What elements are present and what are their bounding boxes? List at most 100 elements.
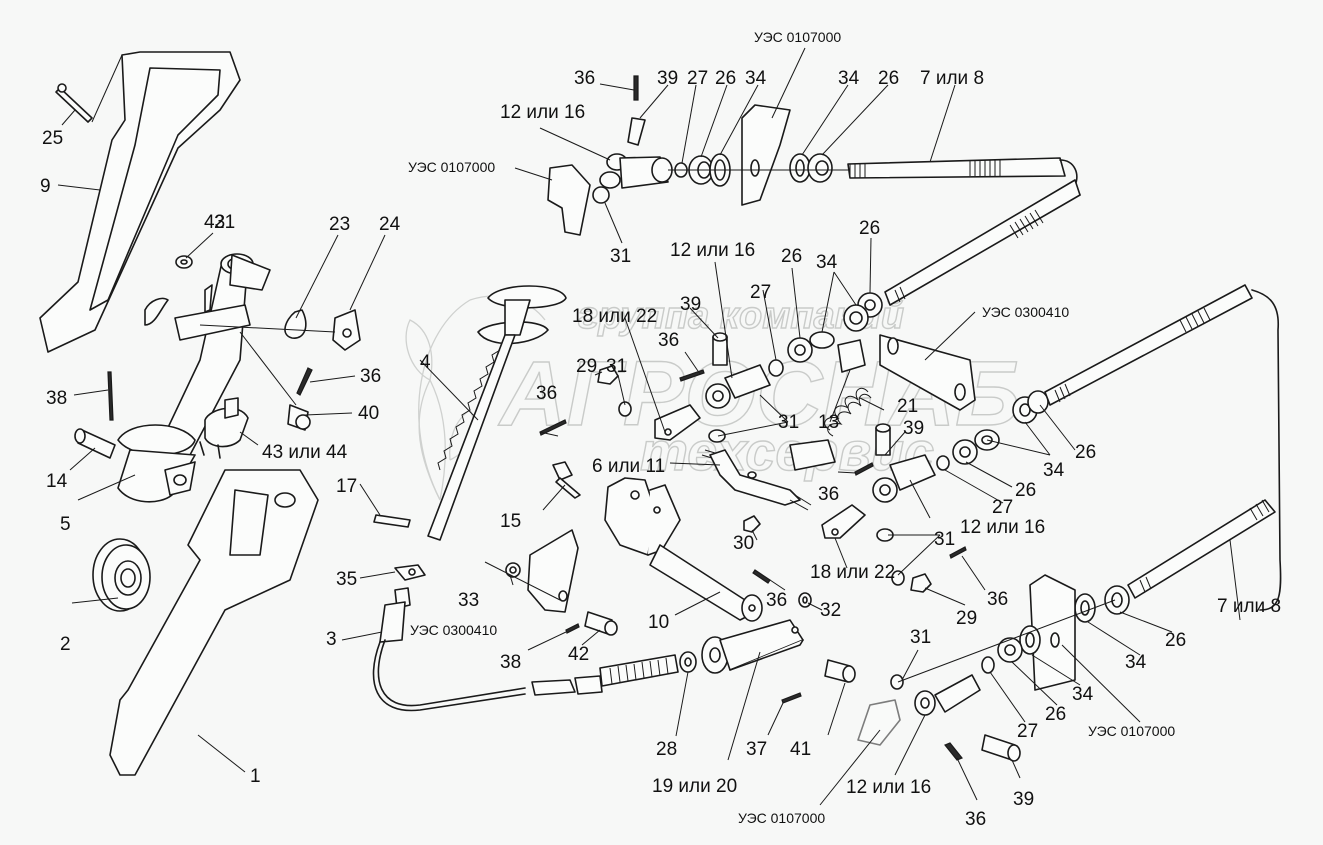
callout-7-or-8-top: 7 или 8	[920, 68, 984, 89]
part-23-plate	[144, 297, 307, 339]
part-15-bolt	[552, 461, 581, 499]
part-35-clip	[394, 564, 426, 581]
callout-23: 23	[329, 214, 350, 235]
callout-42: 42	[568, 644, 589, 665]
callout-43-or-44: 43 или 44	[262, 442, 348, 463]
callout-36-top: 36	[574, 68, 595, 89]
callout-35: 35	[336, 569, 357, 590]
part-bottom-clevis-12-16	[914, 674, 981, 716]
callout-ues-0107000-left: УЭС 0107000	[408, 159, 495, 175]
part-18-22-lever-b	[821, 504, 866, 539]
part-mid-pin-39	[712, 332, 728, 366]
callout-29-b: 29	[956, 608, 977, 629]
callout-19-or-20: 19 или 20	[652, 776, 737, 797]
callout-39-top: 39	[657, 68, 678, 89]
callout-12-or-16-top: 12 или 16	[500, 102, 585, 123]
callout-36-c: 36	[658, 330, 679, 351]
callout-37: 37	[746, 739, 767, 760]
callout-7-or-8-b: 7 или 8	[1217, 596, 1281, 617]
part-14-pin	[74, 428, 116, 459]
part-top-plate-ues0107000	[741, 104, 791, 206]
callout-31: 31	[606, 356, 627, 377]
part-5-column	[117, 253, 271, 503]
part-40-pin	[287, 404, 311, 431]
callout-13: 13	[818, 412, 839, 433]
part-bottom-nut-26	[1104, 585, 1130, 615]
part-mid-clevis-12-16	[705, 364, 771, 409]
part-18-22-lever-a	[654, 404, 701, 441]
part-mid-pin-36	[679, 369, 705, 382]
callout-26-top: 26	[715, 68, 736, 89]
callout-ues-0300410-b: УЭС 0300410	[982, 304, 1069, 320]
part-17-pin	[373, 514, 411, 528]
part-36b-pin	[539, 419, 567, 436]
part-30-nut	[743, 515, 761, 533]
callout-26-top-2: 26	[878, 68, 899, 89]
callout-17: 17	[336, 476, 357, 497]
callout-41: 41	[790, 739, 811, 760]
part-13-plate	[789, 339, 866, 471]
part-bottom-washer-31	[890, 674, 904, 690]
part-9-bracket	[39, 51, 241, 353]
part-21-spring	[824, 387, 872, 437]
callout-39: 39	[680, 294, 701, 315]
callout-33: 33	[458, 590, 479, 611]
part-cable-threaded-end	[531, 654, 679, 696]
callout-9: 9	[40, 176, 51, 197]
part-top-pin-36	[633, 75, 639, 101]
part-mid-nut-27	[768, 359, 784, 377]
part-3-cable	[372, 587, 526, 712]
callout-43: 43	[204, 212, 225, 233]
callout-12-or-16-mid: 12 или 16	[670, 240, 755, 261]
part-43-washer	[175, 255, 193, 269]
callout-14: 14	[46, 471, 68, 492]
part-top-nut-26b	[807, 153, 833, 183]
callout-28: 28	[656, 739, 677, 760]
part-42-pin	[584, 611, 618, 636]
callout-ues-0300410-a: УЭС 0300410	[410, 622, 497, 638]
callout-15: 15	[500, 511, 521, 532]
callout-36-d: 36	[766, 590, 787, 611]
part-bottom-washer-34b	[1019, 625, 1041, 655]
callout-27-r: 27	[992, 497, 1013, 518]
callout-27-mid: 27	[750, 282, 771, 303]
callout-27-b: 27	[1017, 721, 1038, 742]
part-mid-nut-26b	[787, 337, 813, 363]
callout-2: 2	[60, 634, 71, 655]
part-rod-7-8-mid	[1044, 284, 1282, 611]
part-38-pin	[107, 371, 114, 421]
callout-31-b: 31	[778, 412, 799, 433]
part-top-washer-31	[592, 186, 610, 204]
callout-25: 25	[42, 128, 63, 149]
callout-26-b-2: 26	[1045, 704, 1066, 725]
callout-ues-0107000-top: УЭС 0107000	[754, 29, 841, 45]
callout-32: 32	[820, 600, 841, 621]
callout-39-b: 39	[903, 418, 924, 439]
callout-12-or-16-b: 12 или 16	[846, 777, 931, 798]
callout-26-r: 26	[1075, 442, 1096, 463]
part-43-44-switch	[199, 397, 249, 459]
callout-1: 1	[250, 766, 261, 787]
callout-34-top-2: 34	[838, 68, 860, 89]
callout-38-b: 38	[500, 652, 521, 673]
callout-29: 29	[576, 356, 597, 377]
callout-26-b: 26	[1165, 630, 1186, 651]
leader-lines	[57, 47, 1241, 806]
part-top-bracket-ues0107000	[547, 164, 591, 236]
part-1-lever	[109, 469, 319, 776]
callout-ues-0107000-r: УЭС 0107000	[1088, 723, 1175, 739]
callout-12-or-16-r: 12 или 16	[960, 517, 1045, 538]
callout-34-b: 34	[1125, 652, 1147, 673]
part-29b-nut	[910, 573, 932, 593]
part-right-pin-39	[875, 423, 891, 456]
callout-36-f: 36	[987, 589, 1008, 610]
part-31a-washer	[618, 401, 632, 417]
callout-ues-0107000-b: УЭС 0107000	[738, 810, 825, 826]
callout-30: 30	[733, 533, 754, 554]
part-31d-washer	[891, 570, 905, 586]
part-bottom-washer-34	[1074, 593, 1096, 623]
part-top-washer-34b	[789, 153, 811, 183]
part-bottom-nut-27	[981, 656, 995, 674]
part-4-handle	[427, 285, 567, 541]
part-mid-washer-34b	[809, 331, 835, 349]
